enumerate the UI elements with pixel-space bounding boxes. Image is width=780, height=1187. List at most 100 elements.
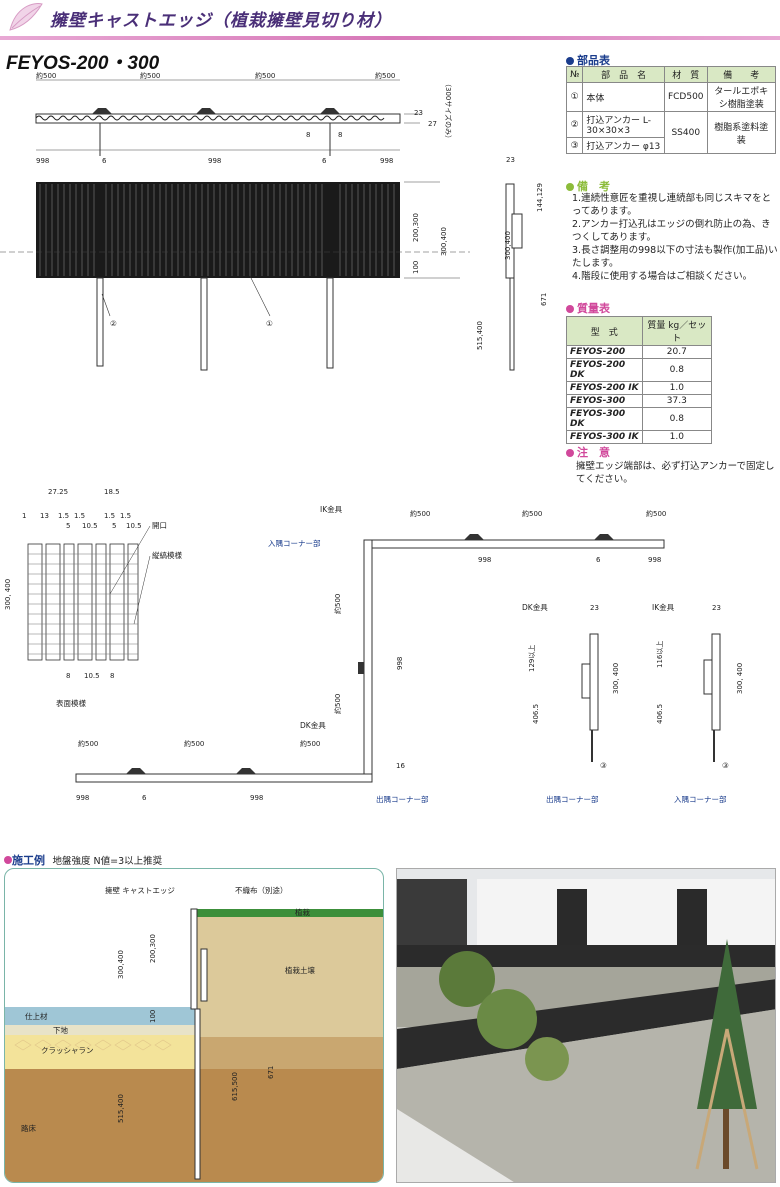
caution-text: 擁壁エッジ端部は、必ず打込アンカーで固定してください。: [576, 461, 775, 485]
table-row: ② 打込アンカー L-30×30×3 SS400 樹脂系塗料塗装: [565, 111, 777, 154]
svg-text:200,300: 200,300: [149, 934, 157, 963]
dk-bracket-label: DK金具: [300, 720, 326, 730]
svg-text:約500: 約500: [646, 509, 666, 518]
svg-text:8: 8: [306, 131, 310, 139]
svg-text:129以上: 129以上: [527, 645, 536, 672]
caution-heading: 注 意: [566, 444, 610, 460]
notes-heading: 備 考: [566, 178, 610, 194]
header-divider: [0, 36, 780, 40]
svg-text:144,129: 144,129: [536, 183, 544, 212]
svg-text:5: 5: [66, 522, 70, 530]
svg-text:998: 998: [478, 556, 491, 564]
svg-text:27: 27: [428, 120, 437, 128]
svg-text:8: 8: [338, 131, 342, 139]
table-row: ① 本体 FCD500 タールエポキシ樹脂塗装: [565, 82, 777, 112]
svg-text:406.5: 406.5: [532, 704, 540, 724]
svg-text:DK金具: DK金具: [522, 602, 548, 612]
svg-text:18.5: 18.5: [104, 488, 120, 496]
front-view: ② ① 200,300 300,400 100 515,400: [0, 181, 484, 371]
table-row: ③ 打込アンカー φ13: [565, 137, 776, 154]
svg-text:1: 1: [22, 512, 26, 520]
svg-text:615,500: 615,500: [231, 1072, 239, 1101]
drawing-top-front-side: 約500 約500 約500 約500 998 6 998 6 998 8 8 …: [0, 71, 548, 371]
svg-text:998: 998: [396, 657, 404, 670]
svg-text:998: 998: [380, 157, 393, 165]
bullet-icon: [566, 305, 574, 313]
surface-caption: 表面模様: [56, 698, 86, 708]
side-view: 23 144,129 300,400 671: [504, 156, 548, 371]
svg-text:1.5: 1.5: [74, 512, 85, 520]
svg-text:約500: 約500: [300, 739, 320, 748]
mass-header-mass: 質量 kg／セット: [641, 316, 713, 346]
svg-text:1.5: 1.5: [120, 512, 131, 520]
svg-text:998: 998: [76, 794, 89, 802]
svg-text:10.5: 10.5: [126, 522, 142, 530]
svg-text:100: 100: [412, 261, 420, 274]
svg-text:10.5: 10.5: [84, 672, 100, 680]
parts-table-heading: 部品表: [566, 52, 610, 68]
model-title: FEYOS-200・300: [6, 53, 160, 74]
svg-text:10.5: 10.5: [82, 522, 98, 530]
svg-text:671: 671: [540, 293, 548, 306]
svg-text:IK金具: IK金具: [652, 602, 675, 612]
page-title: 擁壁キャストエッジ（植栽擁壁見切り材）: [50, 11, 392, 31]
photo-illustration: [397, 869, 775, 1182]
svg-text:約500: 約500: [184, 739, 204, 748]
svg-text:植栽: 植栽: [295, 907, 310, 917]
svg-text:（300サイズのみ）: （300サイズのみ）: [444, 80, 453, 142]
svg-text:6: 6: [142, 794, 147, 802]
svg-text:出隅コーナー部: 出隅コーナー部: [546, 794, 599, 804]
svg-text:23: 23: [414, 109, 423, 117]
svg-text:約500: 約500: [333, 594, 342, 614]
svg-text:300,400: 300,400: [117, 950, 125, 979]
svg-text:③: ③: [600, 761, 607, 770]
svg-text:300, 400: 300, 400: [736, 663, 744, 694]
svg-text:約500: 約500: [140, 71, 160, 80]
svg-text:300,400: 300,400: [504, 231, 512, 260]
svg-text:100: 100: [149, 1010, 157, 1023]
dk-detail: DK金具 23 129以上 300, 400 406.5 ③ 出隅コーナー部: [522, 602, 620, 804]
bullet-icon: [4, 856, 12, 864]
stripe-label: 縦縞模様: [152, 550, 182, 560]
svg-text:300, 400: 300, 400: [612, 663, 620, 694]
svg-text:23: 23: [712, 604, 721, 612]
svg-text:300,400: 300,400: [440, 227, 448, 256]
ik-bracket-label: IK金具: [320, 504, 343, 514]
svg-text:671: 671: [267, 1066, 275, 1079]
drawing-surface-corners: 27.25 18.5 1 13 1.5 1.5 1.5 1.5 5 10.5 5…: [4, 488, 666, 804]
install-heading: 施工例 地盤強度 N値=3以上推奨: [4, 852, 162, 868]
note-item: 1.連続性意匠を重視し連続部も同じスキマをとってあります。: [572, 193, 772, 217]
svg-text:③: ③: [722, 761, 729, 770]
svg-text:約500: 約500: [375, 71, 395, 80]
svg-text:約500: 約500: [522, 509, 542, 518]
page-header: 擁壁キャストエッジ（植栽擁壁見切り材）: [0, 0, 780, 40]
parts-header-material: 材 質: [663, 66, 708, 83]
parts-header-note: 備 考: [706, 66, 777, 83]
svg-text:1.5: 1.5: [58, 512, 69, 520]
svg-text:植栽土壌: 植栽土壌: [285, 965, 315, 975]
svg-text:16: 16: [396, 762, 405, 770]
svg-text:998: 998: [36, 157, 49, 165]
svg-text:路床: 路床: [21, 1123, 36, 1133]
installation-photo: [396, 868, 776, 1183]
svg-text:998: 998: [250, 794, 263, 802]
svg-text:6: 6: [596, 556, 601, 564]
outer-corner-label: 出隅コーナー部: [376, 794, 429, 804]
notes-list: 1.連続性意匠を重視し連続部も同じスキマをとってあります。 2.アンカー打込孔は…: [572, 192, 778, 283]
svg-text:入隅コーナー部: 入隅コーナー部: [674, 794, 727, 804]
svg-text:515,400: 515,400: [117, 1094, 125, 1123]
surface-pattern-view: 27.25 18.5 1 13 1.5 1.5 1.5 1.5 5 10.5 5…: [4, 488, 182, 708]
install-section-drawing: 擁壁 キャストエッジ 不織布（別途） 植栽 植栽土壌 仕上材 下地 クラッシャラ…: [5, 885, 383, 1182]
inner-corner-label: 入隅コーナー部: [268, 538, 321, 548]
svg-text:約500: 約500: [36, 71, 56, 80]
callout-2: ②: [110, 319, 117, 328]
svg-text:8: 8: [110, 672, 114, 680]
parts-table: № 部 品 名 材 質 備 考 ① 本体 FCD500 タールエポキシ樹脂塗装 …: [565, 66, 777, 154]
svg-text:クラッシャラン: クラッシャラン: [41, 1046, 94, 1055]
bullet-icon: [566, 183, 574, 191]
